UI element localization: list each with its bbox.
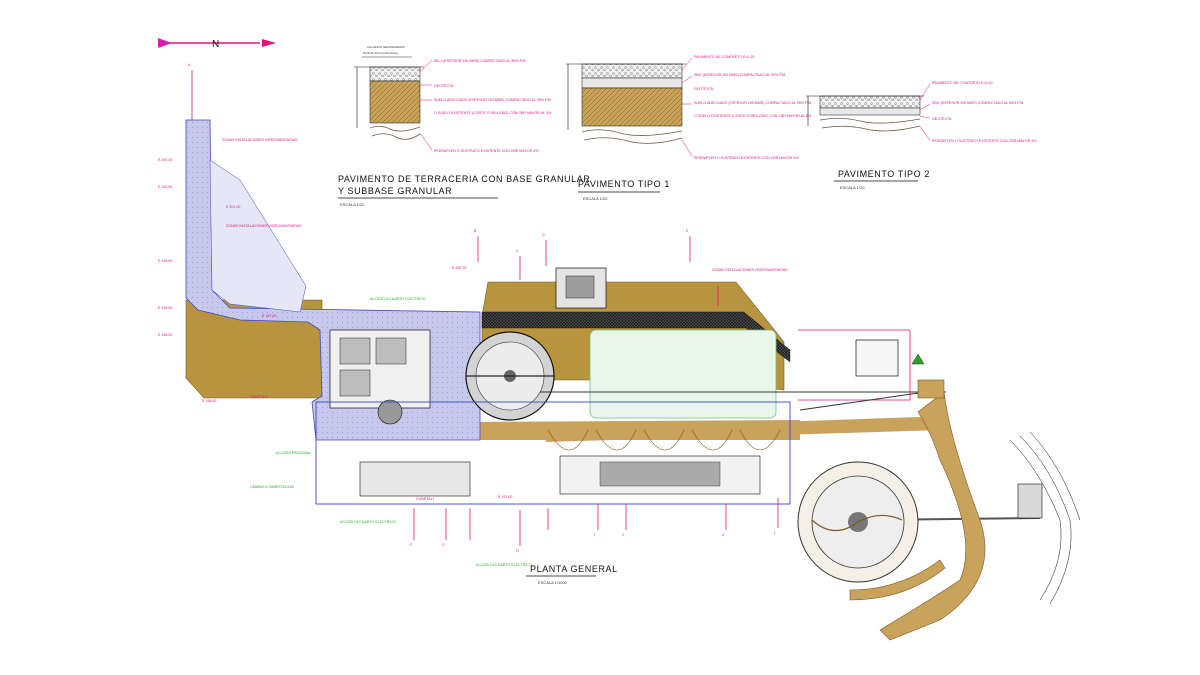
note-hydro-3: ZONAS INSTALACIONES HIDROSANITARIAS bbox=[712, 268, 788, 272]
plan-scale: ESCALA 1/1000 bbox=[538, 580, 568, 585]
contour-lines bbox=[1009, 431, 1081, 605]
east-structure bbox=[1017, 483, 1043, 519]
section-3-scale: ESCALA 1/20 bbox=[840, 185, 865, 190]
haul-road bbox=[879, 391, 986, 641]
elevation-9: E 197.00 bbox=[498, 495, 512, 499]
paved-band bbox=[481, 311, 791, 363]
section-mark-k: K bbox=[722, 533, 725, 537]
section-mark-a: A bbox=[188, 63, 191, 67]
section-detail-1: CALLEJAS SECUNDARIAS Perfil de firme (es… bbox=[338, 45, 590, 207]
note-cuneta-2: CUNETA H bbox=[416, 497, 434, 501]
elevation-1: E 200.00 bbox=[158, 158, 172, 162]
section-1-layer-1: SB-1 (ESPESOR 150 MMS) COMPACTADO AL 95%… bbox=[434, 59, 527, 63]
section-1-header: CALLEJAS SECUNDARIAS bbox=[367, 45, 405, 49]
section-3-layer-2: SBG (ESPESOR 200 MMS) COMPACTADO AL 95% … bbox=[932, 101, 1024, 105]
section-3-layer-4: PEDRAPLEN O SUSTRATO EXISTENTE CON CBR M… bbox=[932, 139, 1037, 143]
section-mark-i: I bbox=[594, 533, 595, 537]
general-plan: ZONAS INSTALACIONES HIDROSANITARIAS ZONA… bbox=[158, 63, 1081, 641]
bench-strip bbox=[546, 416, 946, 442]
elevation-3: E 201.00 bbox=[226, 205, 240, 209]
section-1-layer-5: PEDRAPLEN O SUSTRATO EXISTENTE CON CBR M… bbox=[434, 149, 539, 153]
note-road-substation: CAMINO A SUBESTACION bbox=[250, 485, 294, 489]
building-south bbox=[359, 461, 471, 497]
elevation-10: E 200.75 bbox=[452, 266, 466, 270]
section-1-title-line2: Y SUBBASE GRANULAR bbox=[338, 186, 452, 196]
plan-title: PLANTA GENERAL bbox=[530, 564, 618, 574]
note-cuneta-1: CUNETA H bbox=[250, 395, 268, 399]
section-2-layer-4: SUELO ADECUADO (ESPESOR 200 MMS) COMPACT… bbox=[694, 101, 812, 105]
section-2-layer-3: GEOTEXTIL bbox=[694, 87, 714, 91]
elevation-7: E 198.00 bbox=[202, 399, 216, 403]
section-mark-c: C bbox=[516, 249, 519, 253]
note-access-electric-3: ACCESO A CUARTO ELECTRICO bbox=[476, 563, 532, 567]
elevation-5: E 199.00 bbox=[158, 306, 172, 310]
section-mark-j: J bbox=[622, 533, 624, 537]
section-3-layer-1: PAVIMENTO DE CONCRETO E=0.20 bbox=[932, 81, 993, 85]
section-2-layer-1: PAVIMENTO DE CONCRETO E=0.20 bbox=[694, 55, 755, 59]
elevation-4: E 199.50 bbox=[158, 259, 172, 263]
section-mark-f: F bbox=[410, 543, 413, 547]
note-hydro-1: ZONAS INSTALACIONES HIDROSANITARIAS bbox=[222, 138, 298, 142]
section-mark-e: E bbox=[686, 229, 689, 233]
section-cut-marks bbox=[191, 70, 779, 546]
section-detail-2: PAVIMENTO DE CONCRETO E=0.20 SBG (ESPESO… bbox=[566, 55, 812, 201]
elevation-2: E 200.50 bbox=[158, 185, 172, 189]
section-mark-d: D bbox=[542, 233, 545, 237]
section-1-subheader: Perfil de firme (estructura) bbox=[363, 51, 398, 55]
north-slope bbox=[209, 159, 307, 313]
warning-marker bbox=[911, 353, 925, 365]
process-platform bbox=[589, 329, 777, 419]
section-mark-b: B bbox=[474, 229, 477, 233]
north-label: N bbox=[212, 39, 219, 50]
section-1-scale: ESCALA 1/20 bbox=[340, 202, 365, 207]
site-boundary-red bbox=[798, 329, 911, 401]
section-2-layer-5: O SUELO EXISTENTE (CORTE O RELLENO) CON … bbox=[694, 114, 812, 118]
section-2-layer-6: PEDRAPLEN O SUSTRATO EXISTENTE CON CBR M… bbox=[694, 156, 799, 160]
bench-arches bbox=[547, 429, 781, 451]
section-detail-3: PAVIMENTO DE CONCRETO E=0.20 SBG (ESPESO… bbox=[806, 81, 1037, 190]
section-mark-l: L bbox=[774, 531, 776, 535]
conveyor-2 bbox=[799, 389, 941, 411]
section-2-scale: ESCALA 1/20 bbox=[583, 196, 608, 201]
section-1-layer-4: O SUELO EXISTENTE (CORTE O RELLENO) CON … bbox=[434, 111, 552, 115]
section-3-title: PAVIMENTO TIPO 2 bbox=[838, 169, 930, 179]
note-access-electric-1: ACCESO A CUARTO ELECTRICO bbox=[370, 297, 426, 301]
section-3-layer-3: GEOTEXTIL bbox=[932, 117, 952, 121]
tank-east bbox=[917, 379, 945, 399]
note-access-electric-2: ACCESO A CUARTO ELECTRICO bbox=[340, 520, 396, 524]
note-pedestrian-access: ACCESO PEATONAL bbox=[276, 451, 311, 455]
site-boundary-blue bbox=[315, 401, 791, 505]
section-mark-h: H bbox=[516, 549, 519, 553]
section-1-layer-2: GEOTEXTIL bbox=[434, 84, 454, 88]
section-2-title: PAVIMENTO TIPO 1 bbox=[578, 179, 670, 189]
building-east bbox=[855, 339, 899, 377]
elevation-8: E 197.50 bbox=[262, 314, 276, 318]
haul-road-spur bbox=[849, 559, 946, 601]
section-2-layer-2: SBG (ESPESOR 200 MMS) COMPACTADO AL 95% … bbox=[694, 73, 786, 77]
section-1-title: PAVIMENTO DE TERRACERIA CON BASE GRANULA… bbox=[338, 174, 590, 184]
north-arrow: N bbox=[158, 38, 276, 50]
note-hydro-2: ZONAS INSTALACIONES HIDROSANITARIAS bbox=[226, 224, 302, 228]
section-1-layer-3: SUELO ADECUADO (ESPESOR 200 MMS) COMPACT… bbox=[434, 98, 552, 102]
elevation-6: E 198.50 bbox=[158, 333, 172, 337]
section-mark-g: G bbox=[442, 543, 445, 547]
